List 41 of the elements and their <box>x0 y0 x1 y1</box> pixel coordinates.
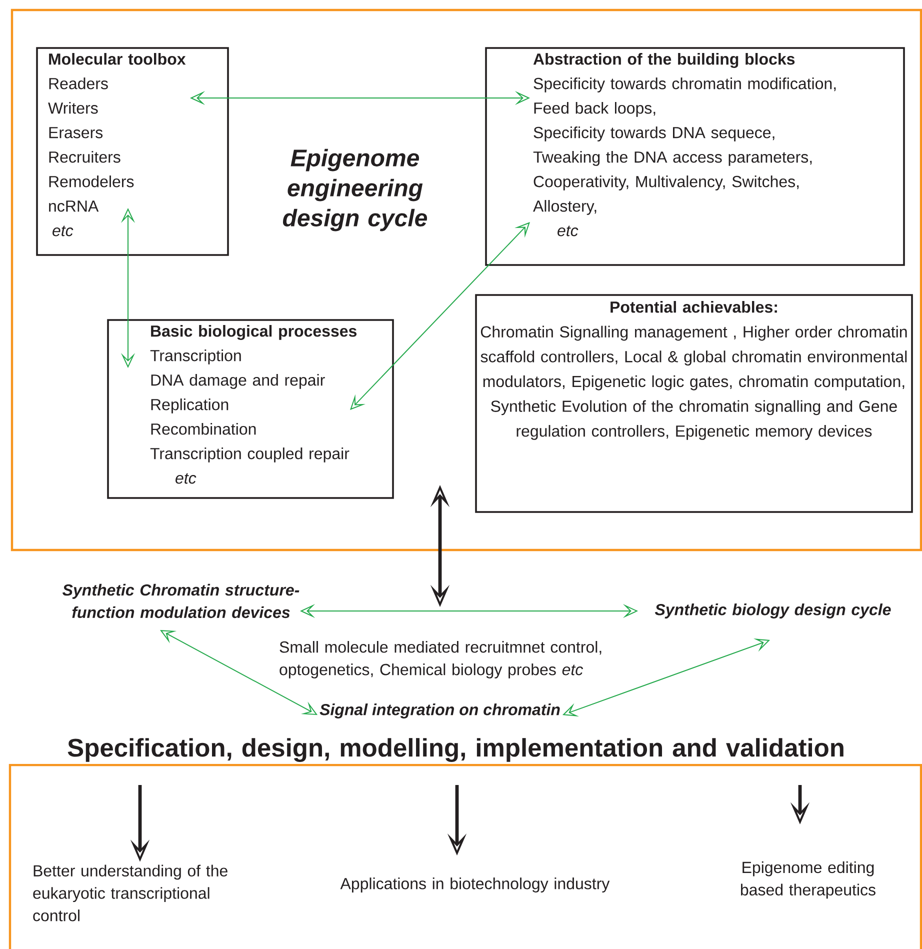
outcome-text: Applications in biotechnology industry <box>340 878 610 892</box>
italic-heading: Signal integration on chromatin <box>320 704 560 718</box>
box-heading: Molecular toolbox <box>49 53 186 65</box>
box-heading: Abstraction of the building blocks <box>533 53 795 68</box>
list-box <box>36 47 229 256</box>
list-item: Remodelers <box>49 176 134 188</box>
list-item: Transcription <box>150 350 241 364</box>
text-box <box>475 294 913 513</box>
panel <box>8 764 922 949</box>
panel-title: Epigenome engineering design cycle <box>282 148 428 232</box>
list-item: etc <box>52 226 74 236</box>
list-item: Specificity towards chromatin modification, <box>534 78 836 92</box>
main-heading: Specification, design, modelling, implementation and validation <box>68 738 844 762</box>
list-item: etc <box>176 473 196 484</box>
panel <box>10 8 922 552</box>
list-item: DNA damage and repair <box>151 374 325 389</box>
list-item: Cooperativity, Multivalency, Switches, <box>534 176 799 190</box>
arrow <box>350 222 530 410</box>
list-item: etc <box>558 226 578 236</box>
paragraph: Chromatin Signalling management , Higher order chromatin scaffold controllers, Local & global chromatin environmental modulators, Epigenetic logic gates, chromatin computation, Synthetic Evolution of the chromatin signalling and Gene regulation controllers, Epigenetic memory devices <box>480 326 907 440</box>
italic-heading: Synthetic biology design cycle <box>654 604 891 618</box>
outcome-text: Better understanding of the eukaryotic transcriptional control <box>33 864 228 922</box>
list-item: ncRNA <box>49 200 99 212</box>
list-item: Replication <box>151 398 228 414</box>
list-item: Transcription coupled repair <box>150 448 350 462</box>
list-item: Recombination <box>151 423 256 435</box>
box-heading: Basic biological processes <box>151 325 357 340</box>
italic-heading: Synthetic Chromatin structure-function modulation devices <box>62 584 300 618</box>
list-item: Readers <box>49 78 108 90</box>
list-item: Specificity towards DNA sequece, <box>534 126 774 142</box>
list-item: Writers <box>48 102 98 114</box>
list-item: Feed back loops, <box>534 102 656 117</box>
list-item: Erasers <box>49 127 103 138</box>
note-text: Small molecule mediated recruitmnet control, optogenetics, Chemical biology probes etc <box>280 641 602 678</box>
list-box <box>107 319 394 499</box>
list-item: Allostery, <box>533 200 596 215</box>
outcome-text: Epigenome editing based therapeutics <box>741 861 876 899</box>
list-box <box>485 47 905 266</box>
box-heading: Potential achievables: <box>610 301 777 313</box>
list-item: Tweaking the DNA access parameters, <box>533 151 812 166</box>
list-item: Recruiters <box>49 151 120 163</box>
